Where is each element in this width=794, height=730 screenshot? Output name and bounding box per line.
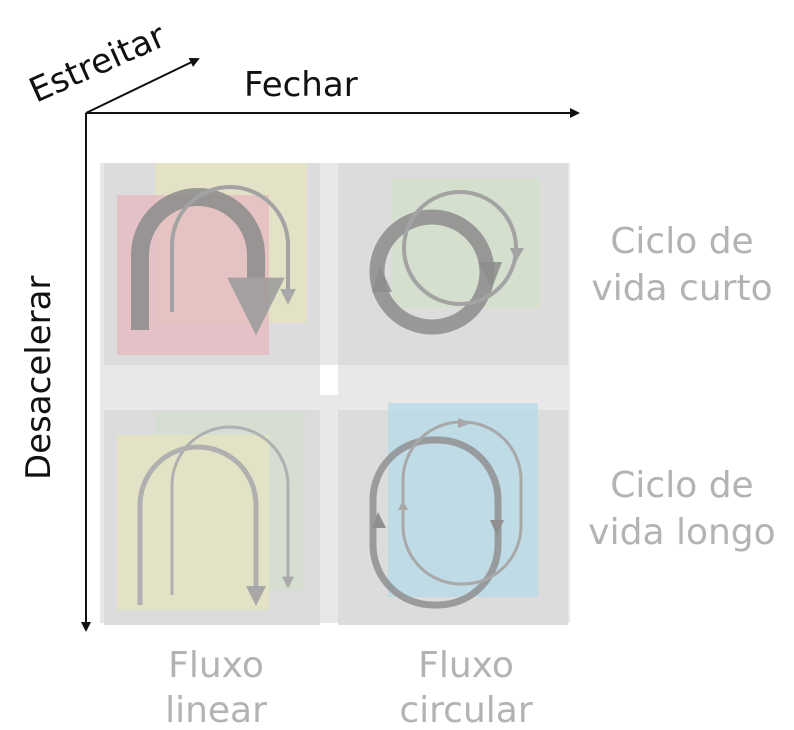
linear-u-arrow-icon: [170, 185, 296, 312]
col-label-linear-line1: Fluxo: [168, 645, 264, 686]
axis-y-label: Desacelerar: [19, 276, 59, 480]
panel-short-circular: [338, 163, 568, 365]
row-label-long-line1: Ciclo de: [610, 465, 753, 506]
grid-gap-center: [320, 365, 338, 395]
panel-short-linear: [104, 163, 320, 365]
col-label-circular-line2: circular: [399, 690, 532, 730]
row-label-short-line1: Ciclo de: [610, 221, 753, 262]
linear-u-arrow-icon: [170, 425, 294, 595]
axis-x-label: Fechar: [244, 65, 358, 105]
col-label-linear-line2: linear: [165, 690, 267, 730]
axis-z-arrow: [85, 57, 200, 114]
panel-long-linear: [104, 410, 320, 625]
col-label-circular-line1: Fluxo: [418, 645, 514, 686]
row-label-long-line2: vida longo: [588, 512, 775, 553]
panel-long-circular: [338, 403, 568, 625]
axis-z-label: Estreitar: [23, 16, 171, 111]
linear-u-arrow-icon: [137, 444, 266, 606]
row-label-short-line2: vida curto: [591, 268, 772, 309]
